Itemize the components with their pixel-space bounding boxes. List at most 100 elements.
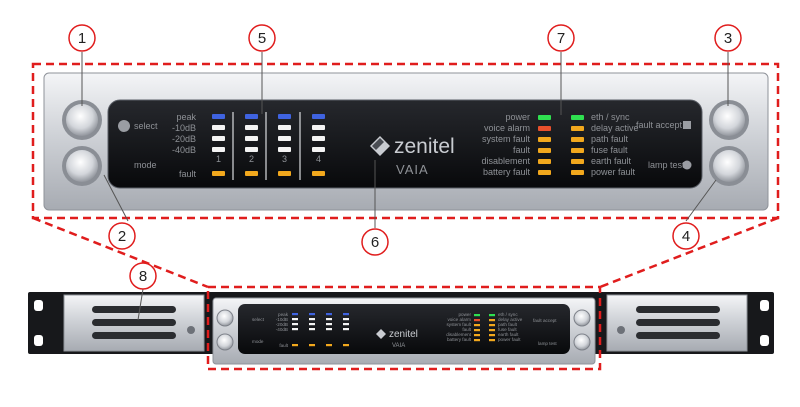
fault-accept-label: fault accept — [636, 120, 683, 130]
callout-number: 4 — [682, 228, 690, 245]
rack-hole-top-left — [34, 300, 43, 311]
status-right-led — [571, 159, 584, 164]
channel-led-small — [326, 318, 332, 321]
channel-led — [245, 114, 258, 119]
lamp-test-label-small: lamp test — [538, 341, 557, 346]
channel-led-small — [309, 328, 315, 331]
mode-button-small — [216, 333, 234, 351]
lamp-test-label: lamp test — [648, 160, 685, 170]
status-left-led — [538, 148, 551, 153]
channel-led — [312, 136, 325, 141]
channel-led — [278, 136, 291, 141]
channel-fault-led — [245, 171, 258, 176]
status-right-label-small: delay active — [498, 317, 523, 322]
callout-7: 7 — [547, 24, 575, 52]
channel-led — [245, 147, 258, 152]
status-right-led-small — [489, 324, 495, 327]
fault-accept-indicator-icon — [683, 121, 691, 129]
level-label: -10dB — [172, 123, 196, 133]
status-left-label: power — [505, 112, 530, 122]
status-left-label-small: fault — [462, 327, 471, 332]
channel-led — [212, 136, 225, 141]
status-right-led-small — [489, 314, 495, 317]
level-label: -20dB — [172, 134, 196, 144]
channel-led-small — [292, 313, 298, 316]
display-window — [107, 99, 703, 189]
fault-accept-label-small: fault accept — [533, 318, 557, 323]
callout-6: 6 — [361, 228, 389, 256]
select-label: select — [134, 121, 158, 131]
callout-3: 3 — [714, 24, 742, 52]
zoom-connector-left — [32, 216, 209, 289]
channel-fault-led — [278, 171, 291, 176]
select-indicator-icon — [118, 120, 130, 132]
channel-led-small — [326, 323, 332, 326]
status-left-led-small — [474, 334, 480, 337]
callout-number: 8 — [139, 268, 147, 285]
callout-number: 6 — [371, 234, 379, 251]
zoom-box-large — [31, 62, 780, 220]
select-button[interactable] — [62, 100, 102, 140]
channel-led-small — [343, 323, 349, 326]
level-label: peak — [176, 112, 196, 122]
model-name-small: VAIA — [392, 343, 405, 349]
callout-number: 2 — [118, 228, 126, 245]
status-left-led — [538, 137, 551, 142]
select-button-small — [216, 309, 234, 327]
mode-label-small: mode — [252, 339, 264, 344]
blank-panel-left — [63, 294, 205, 352]
status-right-label: power fault — [591, 167, 636, 177]
lamp-test-button-small — [573, 333, 591, 351]
model-name: VAIA — [396, 162, 429, 177]
status-right-led — [571, 126, 584, 131]
callout-1: 1 — [68, 24, 96, 52]
callout-number: 7 — [557, 30, 565, 47]
channel-led-small — [326, 313, 332, 316]
channel-led — [278, 147, 291, 152]
level-label-small: -20dB — [276, 322, 288, 327]
mode-button[interactable] — [62, 146, 102, 186]
channel-led — [212, 125, 225, 130]
channel-number: 3 — [282, 154, 287, 164]
status-left-led — [538, 115, 551, 120]
status-right-led-small — [489, 319, 495, 322]
channel-led — [278, 125, 291, 130]
status-left-led-small — [474, 329, 480, 332]
callout-markers: 1 2 3 4 5 6 7 8 — [68, 24, 742, 290]
channel-led — [212, 147, 225, 152]
status-right-label-small: earth fault — [498, 332, 519, 337]
status-left-label: fault — [513, 145, 531, 155]
channel-fault-led-small — [343, 344, 349, 347]
fault-accept-button-small — [573, 309, 591, 327]
status-left-led — [538, 159, 551, 164]
status-left-label-small: system fault — [446, 322, 471, 327]
rack-hole-bottom-left — [34, 335, 43, 346]
fault-label: fault — [179, 169, 197, 179]
zenitel-logo-small-icon — [376, 329, 386, 339]
channel-led — [312, 147, 325, 152]
status-left-led — [538, 170, 551, 175]
callout-5: 5 — [248, 24, 276, 52]
channel-number: 1 — [216, 154, 221, 164]
fault-accept-button[interactable] — [709, 100, 749, 140]
channel-number: 4 — [316, 154, 321, 164]
channel-fault-led-small — [292, 344, 298, 347]
channel-led — [245, 136, 258, 141]
status-right-label-small: power fault — [498, 337, 521, 342]
channel-led-small — [343, 313, 349, 316]
lamp-test-button[interactable] — [709, 146, 749, 186]
channel-led — [312, 125, 325, 130]
status-left-label-small: battery fault — [447, 337, 472, 342]
status-left-led-small — [474, 314, 480, 317]
status-left-label: system fault — [482, 134, 531, 144]
channel-led — [212, 114, 225, 119]
level-label-small: -10dB — [276, 317, 288, 322]
